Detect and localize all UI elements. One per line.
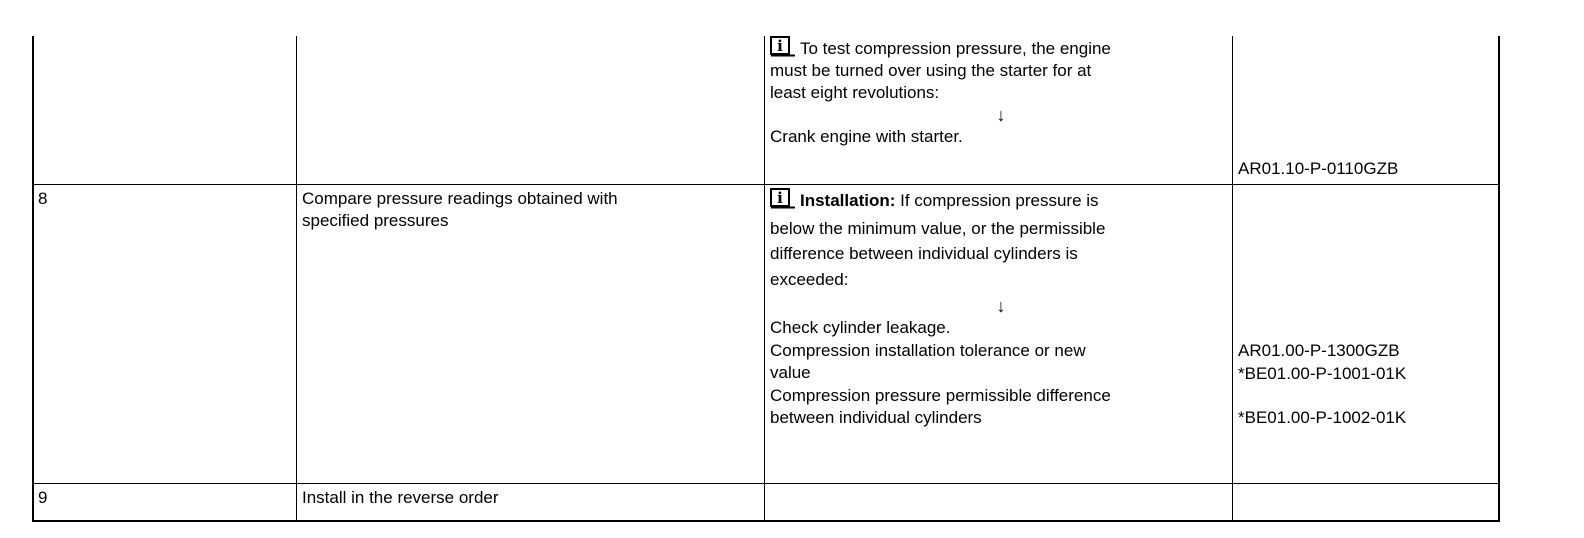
procedure-table: i To test compression pressure, the engi… bbox=[32, 36, 1500, 522]
action-text-line: specified pressures bbox=[302, 211, 449, 230]
instruction-text: Check cylinder leakage. bbox=[770, 318, 951, 337]
reference-cell-row-1: AR01.10-P-0110GZB bbox=[1238, 158, 1398, 180]
instruction-text: Crank engine with starter. bbox=[770, 127, 963, 146]
column-divider-2 bbox=[764, 36, 765, 520]
row-divider-1 bbox=[34, 184, 1498, 185]
note-text-line: least eight revolutions: bbox=[770, 83, 940, 102]
instruction-text: value bbox=[770, 363, 811, 382]
note-text-line: If compression pressure is bbox=[900, 191, 1099, 210]
svg-text:i: i bbox=[777, 189, 783, 207]
note-text-line: To test compression pressure, the engine bbox=[800, 39, 1111, 58]
note-text-line: exceeded: bbox=[770, 269, 849, 289]
installation-label: Installation: bbox=[800, 191, 896, 210]
info-icon: i bbox=[770, 36, 796, 57]
note-text-line: must be turned over using the starter fo… bbox=[770, 61, 1092, 80]
action-cell-row-2: Compare pressure readings obtained with … bbox=[302, 188, 618, 232]
down-arrow-icon: ↓ bbox=[996, 296, 1006, 316]
note-text-line: below the minimum value, or the permissi… bbox=[770, 218, 1106, 238]
down-arrow-icon: ↓ bbox=[996, 105, 1006, 125]
note-text-line: difference between individual cylinders … bbox=[770, 244, 1078, 263]
column-divider-1 bbox=[296, 36, 297, 520]
reference-code: *BE01.00-P-1001-01K bbox=[1238, 363, 1407, 383]
reference-code: *BE01.00-P-1002-01K bbox=[1238, 408, 1407, 427]
reference-code: AR01.10-P-0110GZB bbox=[1238, 159, 1399, 178]
reference-cell-row-2: AR01.00-P-1300GZB *BE01.00-P-1001-01K *B… bbox=[1238, 340, 1406, 430]
action-text-line: Compare pressure readings obtained with bbox=[302, 189, 618, 208]
action-text: Install in the reverse order bbox=[302, 488, 499, 507]
column-divider-3 bbox=[1232, 36, 1233, 520]
step-number-9: 9 bbox=[38, 488, 48, 507]
step-number-8: 8 bbox=[38, 189, 48, 208]
notes-cell-row-2: i Installation: If compression pressure … bbox=[770, 188, 1232, 430]
instruction-text: Compression installation tolerance or ne… bbox=[770, 340, 1086, 360]
instruction-text: between individual cylinders bbox=[770, 408, 982, 427]
notes-cell-row-1: i To test compression pressure, the engi… bbox=[770, 36, 1232, 148]
info-icon: i bbox=[770, 188, 796, 209]
reference-code: AR01.00-P-1300GZB bbox=[1238, 341, 1400, 360]
row-divider-2 bbox=[34, 483, 1498, 484]
instruction-text: Compression pressure permissible differe… bbox=[770, 385, 1111, 405]
svg-text:i: i bbox=[777, 37, 783, 55]
